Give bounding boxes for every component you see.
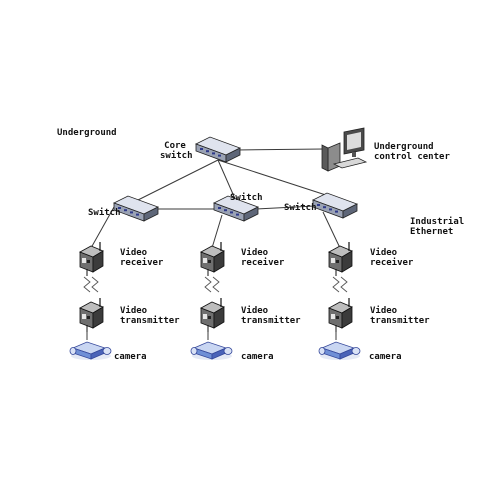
connection-line xyxy=(255,205,316,210)
transmitter-label: Video transmitter xyxy=(241,306,301,326)
connection-line xyxy=(322,211,341,249)
receiver-label: Video receiver xyxy=(120,248,164,268)
transmitter-label: Video transmitter xyxy=(120,306,180,326)
connection-line xyxy=(135,159,219,202)
network-switch-icon xyxy=(311,192,359,219)
transmitter-label: Video transmitter xyxy=(370,306,430,326)
connection-line xyxy=(217,159,237,202)
devices xyxy=(69,127,368,360)
receiver-label: Video receiver xyxy=(370,248,414,268)
camera-icon xyxy=(69,341,112,360)
connection-line xyxy=(211,214,223,249)
network-switch-icon xyxy=(112,195,160,222)
core-switch-label: Core switch xyxy=(160,141,193,161)
camera-icon xyxy=(190,341,233,360)
camera-label: camera xyxy=(369,352,402,362)
underground-label: Underground xyxy=(57,128,117,138)
industrial-ethernet-label: Industrial Ethernet xyxy=(410,217,465,237)
network-switch-icon xyxy=(194,136,242,163)
switch-label: Switch xyxy=(230,193,263,203)
video-receiver-icon xyxy=(328,242,353,276)
receiver-label: Video receiver xyxy=(241,248,285,268)
connection-line xyxy=(217,159,336,199)
wireless-link-icon xyxy=(332,276,348,293)
video-transmitter-icon xyxy=(79,298,104,332)
wireless-link-icon xyxy=(204,276,220,293)
video-transmitter-icon xyxy=(200,298,225,332)
camera-label: camera xyxy=(114,352,147,362)
video-receiver-icon xyxy=(79,242,104,276)
wireless-link-icon xyxy=(83,276,99,293)
camera-icon xyxy=(318,341,361,360)
video-transmitter-icon xyxy=(328,298,353,332)
switch-label: Switch xyxy=(88,208,121,218)
network-switch-icon xyxy=(212,195,260,222)
switch-label: Switch xyxy=(284,203,317,213)
camera-label: camera xyxy=(241,352,274,362)
connection-line xyxy=(235,148,325,151)
video-receiver-icon xyxy=(200,242,225,276)
desktop-computer-icon xyxy=(321,127,368,172)
connection-line xyxy=(90,206,115,249)
control-center-label: Underground control center xyxy=(374,142,450,162)
